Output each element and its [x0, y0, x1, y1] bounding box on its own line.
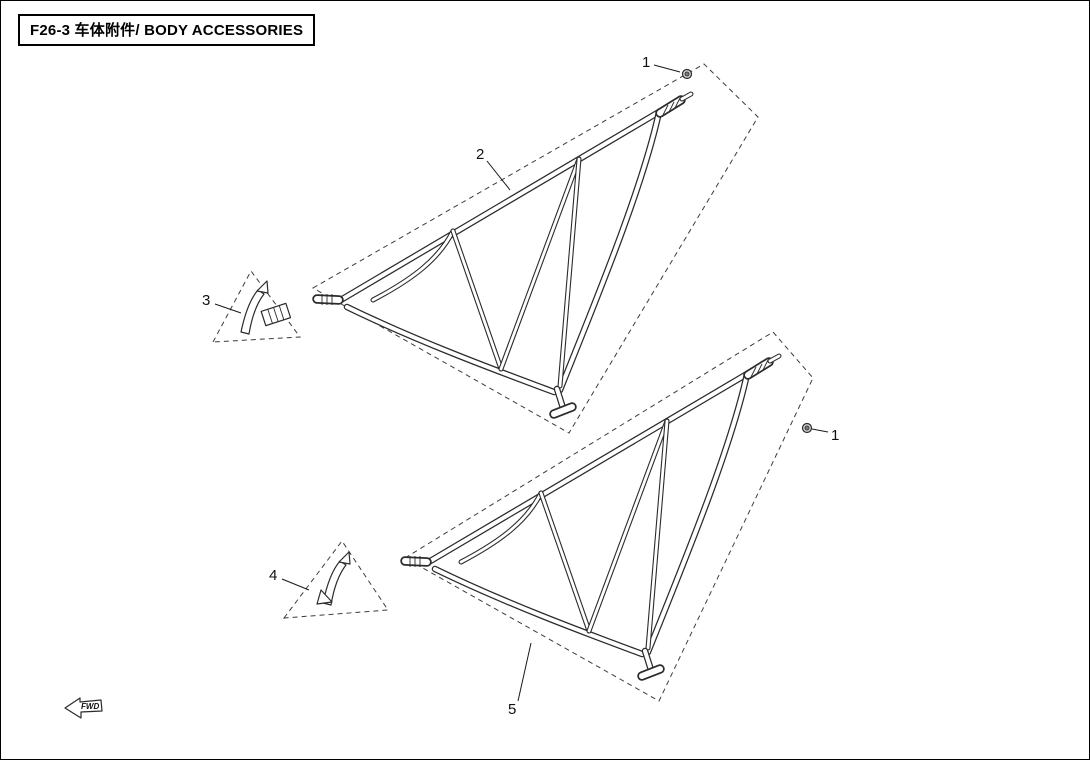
dashed-boundary-lower-net: [404, 331, 814, 702]
callout-5: 5: [508, 701, 516, 718]
leader-line-3: [214, 303, 242, 314]
callout-4: 4: [269, 567, 277, 584]
lower-net-frame: [405, 356, 779, 676]
callout-3: 3: [202, 292, 210, 309]
leader-line-2: [486, 160, 511, 191]
fwd-direction-arrow: FWD: [64, 697, 103, 719]
bracket-part-4: [316, 551, 351, 606]
dashed-boundary-upper-net: [311, 63, 759, 434]
dashed-boundary-bracket-3: [212, 270, 301, 343]
leader-line-1-right: [811, 428, 829, 433]
callout-2: 2: [476, 146, 484, 163]
leader-line-5: [517, 642, 532, 702]
upper-net-frame: [317, 94, 691, 414]
leader-line-1-top: [653, 64, 681, 73]
callout-1-right: 1: [831, 427, 839, 444]
fwd-label: FWD: [81, 702, 99, 711]
bolt-part-1-top: [681, 68, 693, 80]
dashed-boundary-bracket-4: [282, 540, 389, 619]
bracket-part-3: [240, 280, 292, 335]
callout-1-top: 1: [642, 54, 650, 71]
page-title: F26-3 车体附件/ BODY ACCESSORIES: [30, 22, 304, 39]
title-block: F26-3 车体附件/ BODY ACCESSORIES: [18, 14, 316, 46]
leader-line-4: [281, 578, 310, 591]
bolt-part-1-right: [801, 422, 813, 434]
